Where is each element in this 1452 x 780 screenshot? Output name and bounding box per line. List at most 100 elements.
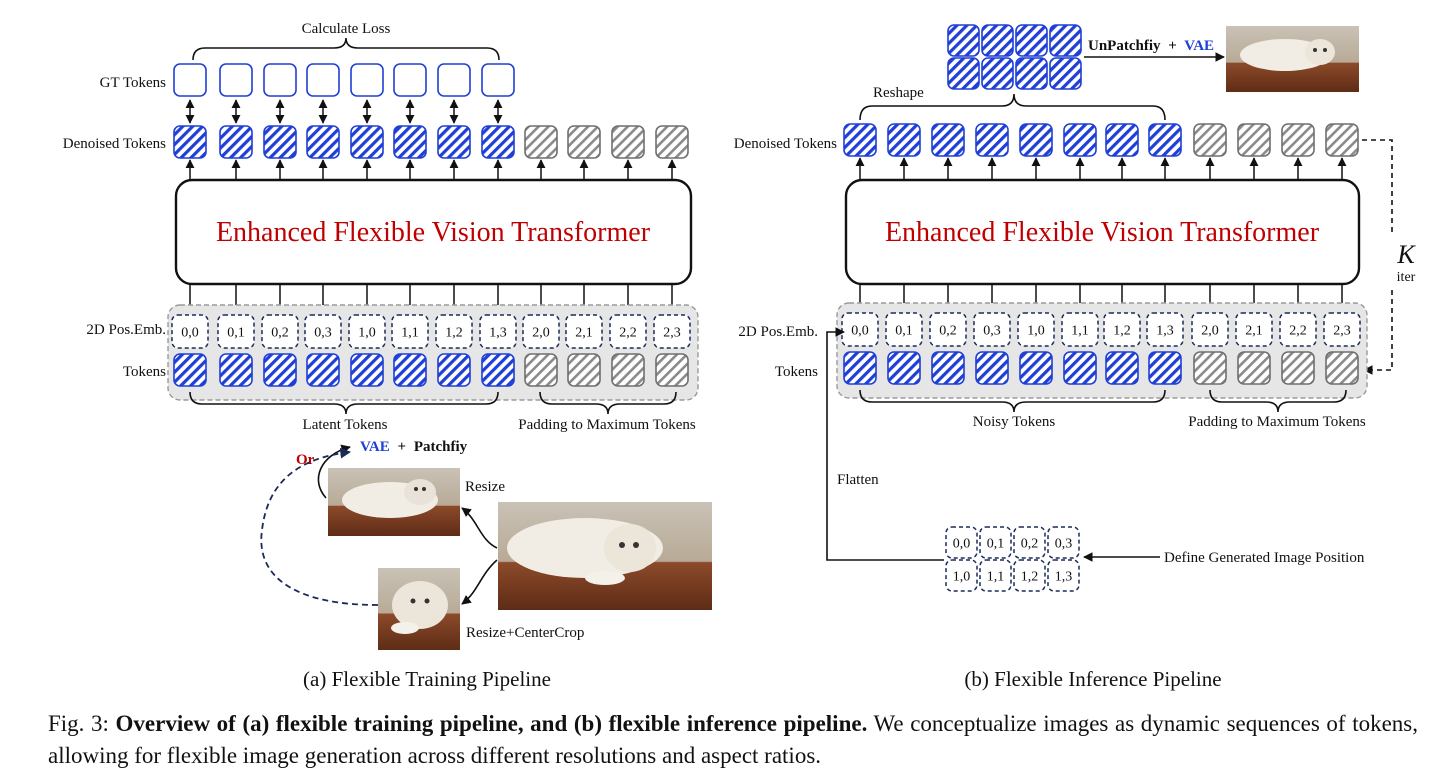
input-token-b [887,351,921,385]
resize-crop-label: Resize+CenterCrop [466,625,584,641]
input-token [481,353,515,387]
pos-emb-cell-box [653,314,691,349]
input-token-b [1019,351,1053,385]
reshape-label: Reshape [873,85,924,101]
position-grid-cell-box [1013,559,1046,592]
input-token-b [1193,351,1227,385]
denoised-token [524,125,558,159]
gt-token [306,63,340,97]
pos-emb-cell: 1,3 [489,326,507,341]
noisy-brace [859,389,1166,413]
generated-cat-image [1226,26,1359,92]
denoised-token-b [1237,123,1271,157]
input-token [173,353,207,387]
define-position-label: Define Generated Image Position [1164,550,1365,566]
transformer-title: Enhanced Flexible Vision Transformer [216,217,651,248]
denoised-token-b [843,123,877,157]
denoised-token [567,125,601,159]
denoised-token-b [1105,123,1139,157]
caption-body: We conceptualize images as dynamic seque… [48,711,1418,768]
unpatchify-vae-label: UnPatchfiy + VAE [1088,38,1214,54]
denoised-token-b [1148,123,1182,157]
denoised-token [263,125,297,159]
output-grid-token [1049,24,1082,57]
noisy-tokens-label: Noisy Tokens [973,414,1056,430]
output-grid-token [981,24,1014,57]
denoised-token [481,125,515,159]
gt-token [437,63,471,97]
denoised-token [655,125,689,159]
output-grid-token [1015,57,1048,90]
denoised-token-b [1281,123,1315,157]
pos-emb-cell-b-box [1235,312,1273,347]
gt-token [173,63,207,97]
iter-label: iter [1397,270,1416,285]
pos-emb-cell-b: 0,0 [851,324,869,339]
denoised-token [350,125,384,159]
pos-emb-cell-box [479,314,517,349]
resized-cat-image [328,468,460,536]
denoised-token [306,125,340,159]
pos-emb-cell-b: 1,0 [1027,324,1045,339]
flatten-label: Flatten [837,472,879,488]
pos-emb-cell-box [435,314,473,349]
original-cat-image [498,502,712,610]
transformer-title-b: Enhanced Flexible Vision Transformer [885,217,1320,248]
plus-word-b: + [1168,38,1177,54]
cropped-cat-image [378,568,460,650]
position-grid-cell-box [979,559,1012,592]
pos-emb-cell: 2,2 [619,326,637,341]
gt-denoised-arrows [185,99,503,124]
pos-emb-cell-b-box [1017,312,1055,347]
tokens-row-b [843,351,1359,385]
input-token-b [931,351,965,385]
latent-brace [189,391,499,415]
input-token [350,353,384,387]
gt-token [393,63,427,97]
input-token-b [1281,351,1315,385]
pos-emb-cell-b-box [1279,312,1317,347]
pos-emb-cell: 0,0 [181,326,199,341]
denoised-tokens-label-b: Denoised Tokens [734,136,837,152]
pos-emb-cell-b-box [973,312,1011,347]
pos-emb-cell-b: 1,1 [1071,324,1089,339]
position-grid-cell: 0,2 [1021,537,1039,552]
pos-emb-cell-box [522,314,560,349]
position-grid-cell: 1,2 [1021,570,1039,585]
pos-emb-cell-b: 0,3 [983,324,1001,339]
pos-emb-cell-b-box [1103,312,1141,347]
inference-pipeline: UnPatchfiy + VAE Reshape Denoised Tokens… [734,24,1424,691]
original-to-resize-arrow [461,507,498,549]
pos-emb-cell-box [217,314,255,349]
denoised-tokens-label: Denoised Tokens [63,136,166,152]
crop-to-vae-dashed-arrow [260,447,379,606]
position-grid-cell: 0,1 [987,537,1005,552]
plus-word: + [398,439,407,455]
denoised-tokens-row-b [843,123,1359,157]
pos-emb-cell: 0,3 [314,326,332,341]
transformer-output-arrows-b [855,157,1347,180]
patchify-word: Patchfiy [414,439,468,455]
k-label: K [1396,240,1416,269]
loss-brace [192,37,500,61]
vae-word: VAE [360,439,390,455]
input-token [655,353,689,387]
position-grid-cell: 1,1 [987,570,1005,585]
input-token-b [1325,351,1359,385]
gt-token [350,63,384,97]
original-to-crop-arrow [461,559,498,605]
output-grid-token [981,57,1014,90]
denoised-token-b [1063,123,1097,157]
denoised-token-b [1325,123,1359,157]
pos-emb-cell: 2,1 [575,326,593,341]
gt-token [263,63,297,97]
pos-emb-cell-box [391,314,429,349]
reshape-brace [859,93,1166,121]
input-token-b [1148,351,1182,385]
pos-emb-cell-box [348,314,386,349]
pos-emb-cell-b: 1,3 [1156,324,1174,339]
k-iter-bg [1384,232,1424,286]
